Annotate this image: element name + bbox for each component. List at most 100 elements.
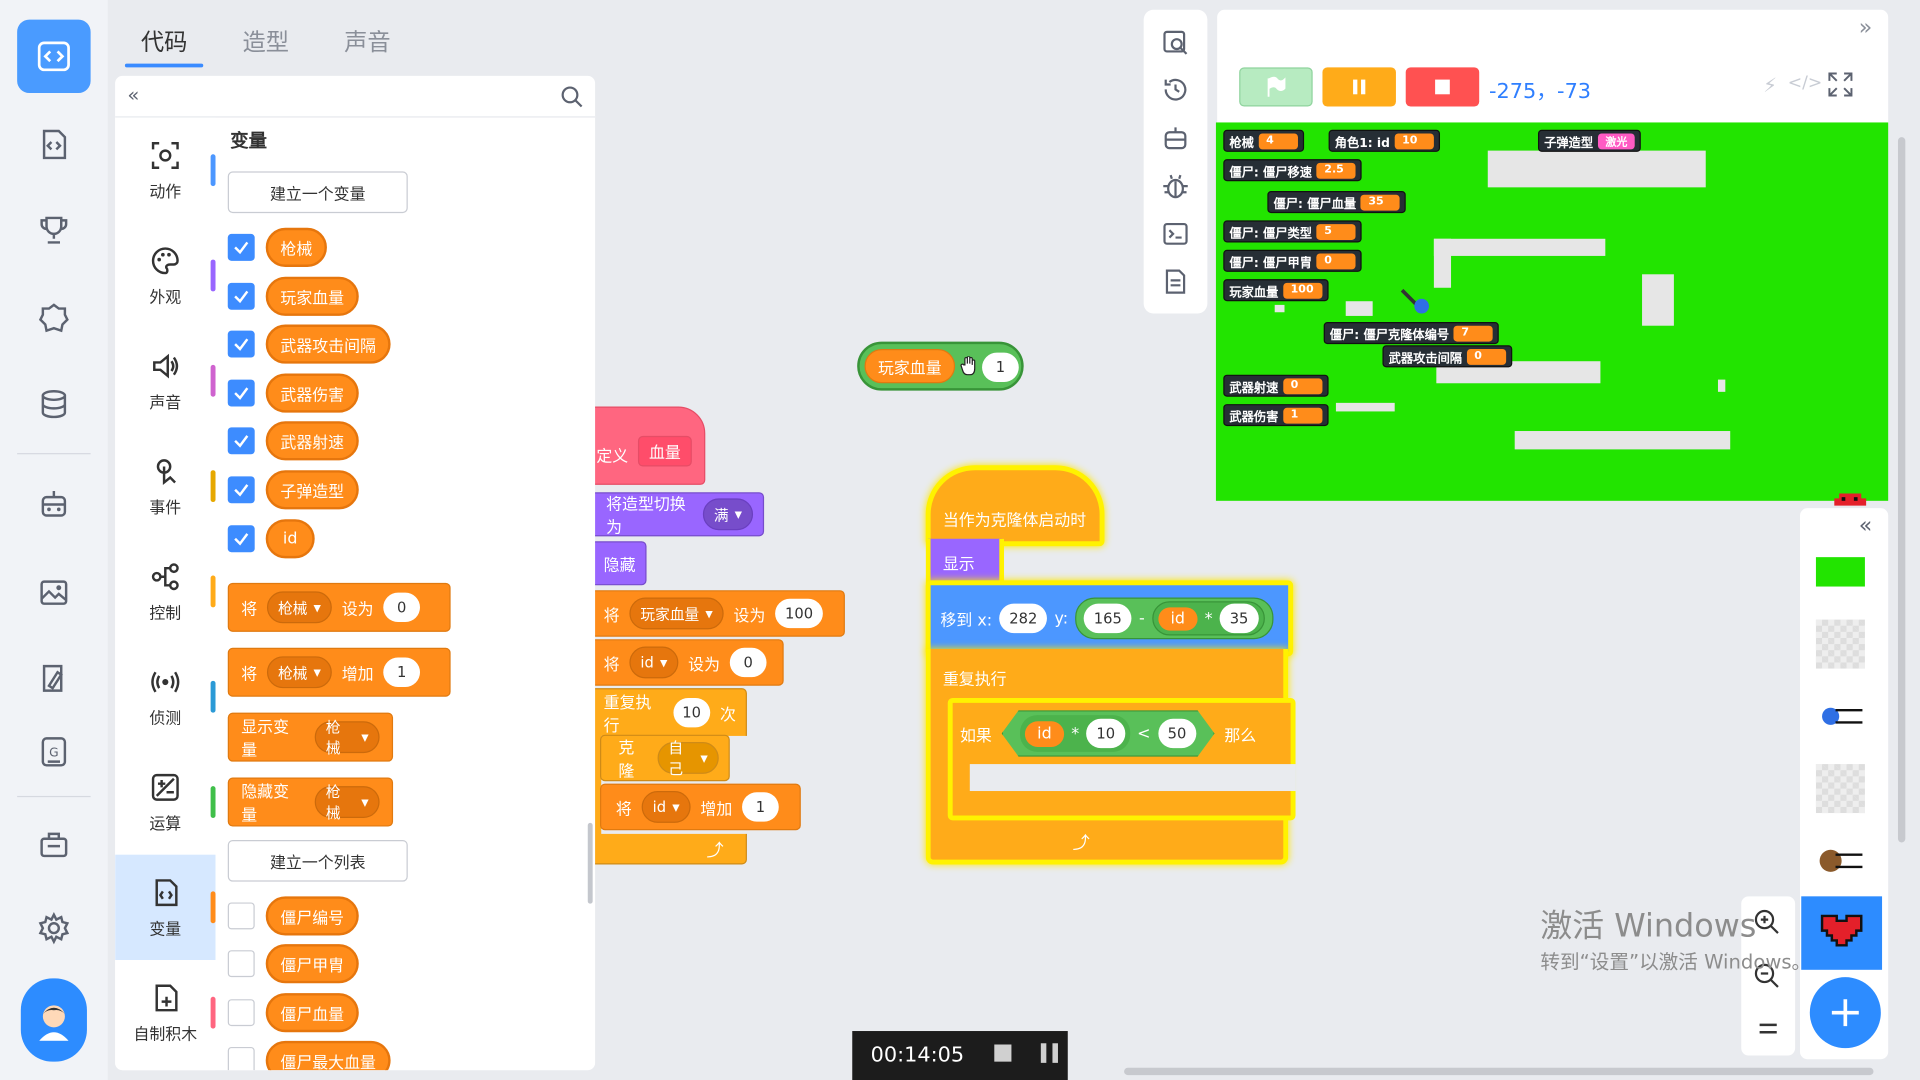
tab-costumes[interactable]: 造型 — [242, 29, 290, 57]
tab-code[interactable]: 代码 — [140, 29, 188, 57]
category-sensing[interactable]: 侦测 — [115, 644, 215, 749]
value-input[interactable]: 0 — [729, 647, 767, 678]
image-edit-icon[interactable] — [17, 556, 90, 629]
costume-dropdown[interactable]: 满▾ — [702, 498, 754, 531]
variable-reporter[interactable]: 枪械 — [265, 227, 327, 267]
variable-checkbox[interactable] — [227, 282, 255, 310]
list-reporter[interactable]: 僵尸最大血量 — [265, 1040, 391, 1071]
player-sprite[interactable] — [1400, 288, 1434, 320]
variable-reporter[interactable]: 玩家血量 — [864, 348, 956, 384]
multiply-operator-block[interactable]: id * 10 — [1020, 715, 1130, 752]
set-variable-block[interactable]: 将 枪械▾ 设为 0 — [227, 582, 451, 632]
category-motion[interactable]: 动作 — [115, 118, 215, 223]
set-variable-block[interactable]: 将 玩家血量▾ 设为 100 — [595, 590, 845, 637]
clone-start-hat-block[interactable]: 当作为克隆体启动时 — [925, 465, 1105, 547]
variable-reporter[interactable]: 子弹造型 — [265, 470, 359, 510]
list-checkbox[interactable] — [227, 999, 255, 1027]
trophy-icon[interactable] — [17, 193, 90, 266]
history-icon[interactable] — [1158, 72, 1192, 106]
category-operators[interactable]: 运算 — [115, 749, 215, 854]
forever-block[interactable]: 重复执行 如果 id * 10 < 50 那么 — [925, 648, 1296, 865]
stop-button[interactable] — [1405, 67, 1480, 107]
g-document-icon[interactable]: G — [17, 715, 90, 788]
palette-scrollbar[interactable] — [587, 822, 593, 904]
database-icon[interactable] — [17, 367, 90, 440]
switch-costume-block[interactable]: 将造型切换为 满▾ — [595, 492, 765, 538]
value-input[interactable]: 10 — [1086, 718, 1125, 749]
less-than-operator-block[interactable]: id * 10 < 50 — [1001, 710, 1215, 757]
change-variable-block[interactable]: 将 枪械▾ 增加 1 — [227, 647, 451, 697]
list-reporter[interactable]: 僵尸血量 — [265, 993, 359, 1033]
value-input[interactable]: 1 — [982, 352, 1019, 383]
list-checkbox[interactable] — [227, 950, 255, 978]
search-code-icon[interactable] — [1158, 26, 1192, 60]
terminal-icon[interactable] — [1158, 217, 1192, 251]
value-input[interactable]: 1 — [742, 792, 779, 822]
value-input[interactable]: 0 — [383, 592, 421, 623]
debug-bug-icon[interactable] — [1158, 169, 1192, 203]
set-variable-block[interactable]: 将 id▾ 设为 0 — [595, 639, 784, 686]
category-events[interactable]: 事件 — [115, 433, 215, 538]
code-brackets-icon[interactable]: </> — [1787, 73, 1823, 94]
sprite-thumbnail-heart-selected[interactable] — [1801, 896, 1883, 970]
collapse-double-chevron-icon[interactable]: « — [1858, 513, 1873, 539]
show-variable-block[interactable]: 显示变量 枪械▾ — [227, 712, 394, 762]
define-block[interactable]: 定义 血量 — [595, 406, 706, 485]
hide-variable-block[interactable]: 隐藏变量 枪械▾ — [227, 777, 394, 827]
horizontal-scrollbar[interactable] — [1124, 1067, 1874, 1076]
sprite-thumbnail-brown-gun[interactable] — [1816, 836, 1865, 885]
addition-reporter-block[interactable]: 玩家血量 1 — [857, 341, 1024, 391]
clone-target-dropdown[interactable]: 自己▾ — [657, 740, 719, 778]
value-input[interactable]: 35 — [1219, 603, 1259, 634]
variable-dropdown[interactable]: 枪械▾ — [266, 656, 332, 689]
variable-checkbox[interactable] — [227, 330, 255, 358]
category-my-blocks[interactable]: 自制积木 — [115, 960, 215, 1065]
list-reporter[interactable]: 僵尸编号 — [265, 896, 359, 936]
make-list-button[interactable]: 建立一个列表 — [227, 840, 408, 882]
add-sprite-button[interactable] — [1809, 977, 1881, 1049]
list-checkbox[interactable] — [227, 902, 255, 930]
variable-dropdown[interactable]: 枪械▾ — [314, 784, 380, 822]
clone-block[interactable]: 克隆 自己▾ — [600, 734, 730, 782]
repeat-count-input[interactable]: 10 — [673, 697, 711, 728]
user-avatar[interactable] — [20, 978, 87, 1062]
search-icon[interactable] — [560, 84, 584, 113]
expand-double-chevron-icon[interactable]: » — [1858, 14, 1873, 41]
right-scrollbar[interactable] — [1897, 137, 1906, 843]
variable-reporter[interactable]: id — [1024, 720, 1064, 747]
value-input[interactable]: 50 — [1157, 718, 1197, 749]
variable-checkbox[interactable] — [227, 379, 255, 407]
value-input[interactable]: 1 — [383, 657, 421, 687]
pen-book-icon[interactable] — [17, 642, 90, 715]
pause-recording-icon[interactable] — [1040, 1041, 1060, 1069]
badge-icon[interactable] — [17, 282, 90, 355]
multiply-operator-block[interactable]: id * 35 — [1152, 601, 1265, 636]
list-reporter[interactable]: 僵尸甲胄 — [265, 944, 359, 984]
category-looks[interactable]: 外观 — [115, 223, 215, 328]
parameter-block[interactable]: 血量 — [637, 435, 692, 467]
category-variables[interactable]: 变量 — [115, 854, 216, 961]
variable-checkbox[interactable] — [227, 427, 255, 455]
robot-assistant-icon[interactable] — [1158, 121, 1192, 155]
variable-checkbox[interactable] — [227, 525, 255, 553]
variable-reporter[interactable]: id — [265, 519, 315, 559]
turbo-lightning-icon[interactable]: ⚡ — [1763, 73, 1778, 97]
sprite-thumbnail-green[interactable] — [1815, 547, 1865, 596]
variable-monitor[interactable]: 子弹造型激光 — [1537, 129, 1641, 152]
variable-dropdown[interactable]: 枪械▾ — [266, 591, 332, 624]
x-input[interactable]: 282 — [999, 603, 1048, 634]
fullscreen-icon[interactable] — [1827, 71, 1854, 103]
pause-button[interactable] — [1322, 67, 1396, 107]
sprite-thumbnail-blue-gun[interactable] — [1816, 692, 1865, 741]
variable-dropdown[interactable]: 玩家血量▾ — [629, 597, 724, 630]
variable-reporter[interactable]: 武器射速 — [265, 421, 359, 461]
